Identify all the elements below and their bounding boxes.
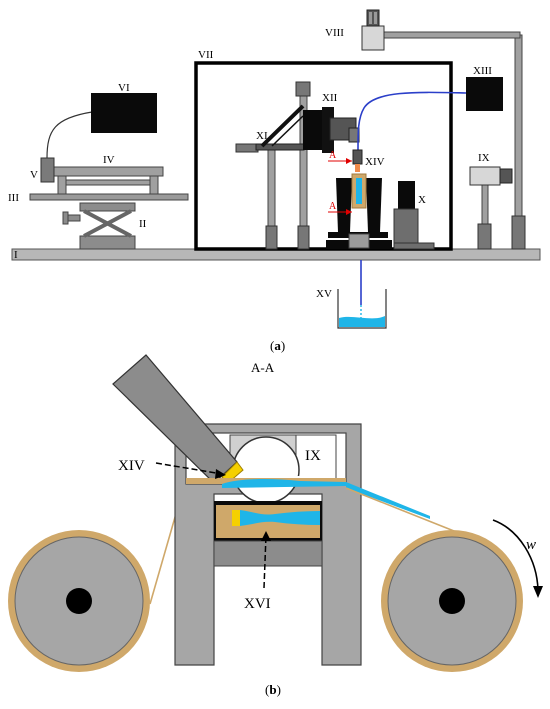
caption-b-open: (	[265, 682, 269, 697]
xvi-pointer	[261, 531, 271, 589]
platform-plate	[29, 193, 189, 201]
left-reel	[8, 530, 150, 672]
label-XI: XI	[256, 130, 268, 142]
label-III: III	[8, 192, 19, 204]
label-IV: IV	[103, 154, 115, 166]
xiv-pointer	[155, 462, 226, 479]
panel-b: A-A IX	[8, 354, 543, 697]
controller-cable	[46, 111, 93, 159]
label-XVI: XVI	[244, 596, 271, 612]
side-camera-assembly	[469, 166, 513, 250]
label-I: I	[14, 249, 18, 261]
label-XIV-section: XIV	[118, 458, 145, 474]
caption-b-close: )	[277, 682, 281, 697]
label-VIII: VIII	[325, 27, 344, 39]
label-V: V	[30, 169, 38, 181]
label-XIV: XIV	[365, 156, 385, 168]
label-VI: VI	[118, 82, 130, 94]
label-X: X	[418, 194, 426, 206]
collection-beaker	[337, 289, 387, 329]
post-assembly	[235, 81, 360, 250]
label-XIII: XIII	[473, 65, 492, 77]
caption-a-letter: a	[274, 338, 281, 353]
panel-a: I II III IV V VI VII	[8, 9, 541, 353]
section-title: A-A	[251, 360, 275, 375]
label-XII: XII	[322, 92, 338, 104]
enclosure	[194, 61, 453, 251]
top-camera-assembly	[361, 9, 526, 250]
caption-b-letter: b	[269, 682, 276, 697]
section-markers	[328, 158, 352, 215]
scissor-lift	[62, 202, 136, 250]
label-A-upper: A	[329, 150, 337, 161]
label-XV: XV	[316, 288, 332, 300]
chip-holder	[326, 149, 392, 249]
label-II: II	[139, 218, 147, 230]
caption-a-open: (	[270, 338, 274, 353]
label-IX-section: IX	[305, 448, 321, 464]
label-VII: VII	[198, 49, 214, 61]
lower-chip	[213, 501, 323, 567]
label-A-lower: A	[329, 201, 337, 212]
label-w: w	[526, 537, 536, 553]
rotation-arrow	[492, 519, 543, 598]
upper-film	[186, 478, 455, 532]
controller-box	[91, 93, 157, 133]
pump-box	[466, 77, 503, 111]
stage-x	[393, 181, 435, 250]
linear-stage	[52, 166, 164, 195]
caption-a-close: )	[281, 338, 285, 353]
supply-tube	[357, 91, 467, 151]
tilted-nozzle	[112, 354, 244, 484]
stepper-motor	[40, 157, 55, 183]
caption-b: (b)	[265, 682, 281, 697]
label-IX: IX	[478, 152, 490, 164]
caption-a: (a)	[270, 338, 285, 353]
right-reel	[381, 530, 523, 672]
